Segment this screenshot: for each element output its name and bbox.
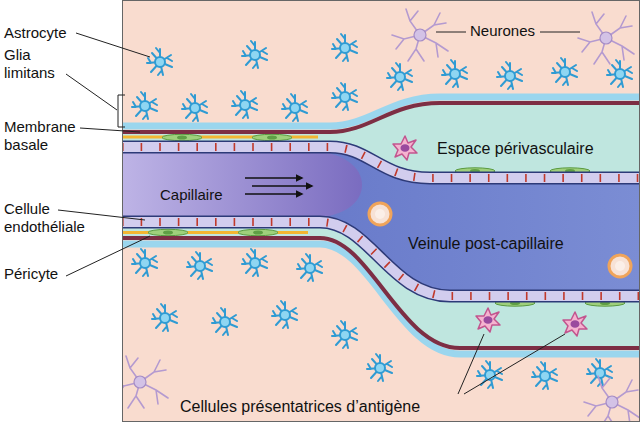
- antigen-presenting-cell: [476, 308, 500, 332]
- astrocyte: [132, 92, 157, 119]
- part-label: Membrane basale: [4, 118, 84, 154]
- astrocyte: [147, 48, 172, 75]
- flow-arrow: [245, 193, 302, 195]
- flow-arrows: [245, 178, 312, 194]
- astrocyte: [367, 354, 392, 381]
- astrocyte: [242, 249, 267, 276]
- astrocyte: [532, 362, 557, 389]
- basement-membrane: [122, 238, 640, 348]
- pericyte: [162, 134, 202, 140]
- antigen-presenting-cell: [563, 312, 587, 336]
- astrocyte: [212, 308, 237, 335]
- part-label: Glia limitans: [4, 46, 70, 82]
- pericyte: [238, 229, 278, 235]
- neuron: [578, 12, 634, 64]
- part-label: Neurones: [470, 22, 535, 40]
- astrocyte: [442, 60, 467, 87]
- pericyte: [148, 229, 188, 235]
- astrocyte: [242, 41, 267, 68]
- astrocyte: [232, 91, 257, 118]
- antigen-presenting-cell: [393, 136, 417, 160]
- flow-arrow: [252, 185, 312, 187]
- leader-line: [540, 32, 580, 33]
- leader-line: [76, 33, 150, 57]
- pericyte: [252, 134, 292, 140]
- part-label: Astrocyte: [4, 24, 67, 42]
- astrocyte: [132, 249, 157, 276]
- neuron: [122, 356, 168, 408]
- astrocyte: [497, 62, 522, 89]
- leader-line: [66, 74, 117, 110]
- leukocyte: [609, 255, 631, 277]
- astrocyte: [387, 63, 412, 90]
- part-label: Veinule post-capillaire: [408, 235, 564, 253]
- astrocyte: [552, 58, 577, 85]
- part-label: Espace périvasculaire: [437, 140, 594, 158]
- leader-line: [436, 32, 466, 33]
- astrocyte: [182, 94, 207, 121]
- neuron: [392, 9, 448, 61]
- astrocyte: [332, 83, 357, 110]
- leader-line: [80, 128, 140, 132]
- astrocyte: [187, 252, 212, 279]
- part-label: Cellule endothéliale: [4, 200, 104, 236]
- endothelium: [122, 147, 640, 296]
- leader-line: [66, 236, 150, 276]
- part-label: Cellules présentatrices d’antigène: [180, 398, 420, 416]
- bracket: [118, 95, 125, 127]
- astrocyte: [332, 321, 357, 348]
- neuron: [584, 376, 640, 422]
- astrocyte: [272, 301, 297, 328]
- astrocyte: [282, 94, 307, 121]
- astrocyte: [297, 254, 322, 281]
- tissue-ground: [123, 1, 640, 422]
- capillary-lumen: [122, 150, 362, 219]
- leukocyte: [369, 203, 391, 225]
- part-label: Péricyte: [4, 265, 58, 283]
- part-label: Capillaire: [160, 186, 223, 204]
- venule-lumen: [122, 147, 640, 296]
- frame: [123, 1, 640, 422]
- astrocyte: [332, 34, 357, 61]
- leader-line: [464, 334, 565, 394]
- glia-limitans: [122, 244, 640, 354]
- flow-arrow: [245, 177, 302, 179]
- astrocyte: [152, 304, 177, 331]
